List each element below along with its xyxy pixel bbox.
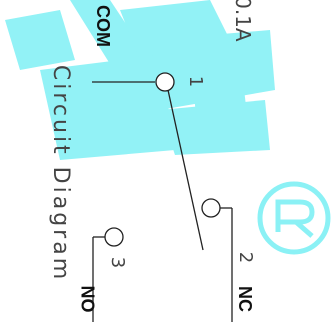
registered-mark-watermark	[257, 181, 331, 255]
diagram-caption: Circuit Diagram	[48, 65, 73, 282]
pin-2-label: 2	[235, 252, 256, 263]
no-terminal	[104, 227, 124, 247]
nc-label: NC	[235, 286, 255, 312]
com-label: COM	[93, 5, 113, 47]
pin-3-label: 3	[107, 257, 128, 268]
nc-terminal	[201, 198, 221, 218]
com-terminal	[155, 72, 175, 92]
no-label: NO	[78, 286, 98, 313]
switch-arm	[167, 89, 204, 251]
pin-1-label: 1	[185, 76, 206, 87]
current-rating-label: 0.1A	[231, 0, 255, 42]
